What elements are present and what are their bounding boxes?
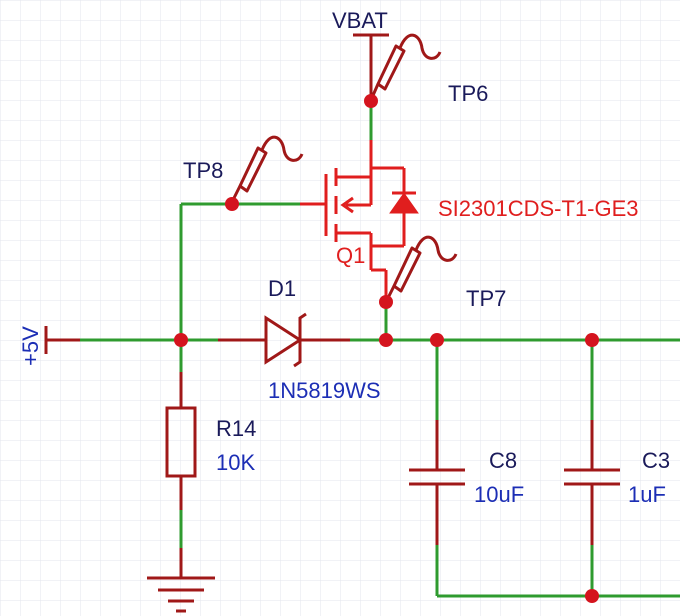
d1-ref-label: D1 — [268, 276, 296, 301]
c8-value-label: 10uF — [474, 482, 524, 507]
c8-ref-label: C8 — [489, 448, 517, 473]
plus5v-label: +5V — [18, 326, 43, 366]
d1-value-label: 1N5819WS — [268, 378, 381, 403]
junction-rail-c3 — [585, 333, 599, 347]
d1-triangle — [264, 315, 303, 365]
tp6-label: TP6 — [448, 81, 488, 106]
wires — [80, 102, 680, 598]
junction-rail-c8 — [430, 333, 444, 347]
vbat-label: VBAT — [332, 8, 388, 33]
c3-value-label: 1uF — [628, 482, 666, 507]
q1-ref-label: Q1 — [336, 243, 365, 268]
components — [44, 33, 620, 613]
r14-value-label: 10K — [216, 450, 255, 475]
c3-ref-label: C3 — [642, 448, 670, 473]
junction-gnd-c3 — [585, 589, 599, 603]
tp7-label: TP7 — [466, 286, 506, 311]
junctions — [174, 94, 599, 603]
r14-ref-label: R14 — [216, 416, 256, 441]
q1-mosfet — [300, 140, 419, 300]
junction-vbat — [364, 94, 378, 108]
junction-tp7 — [379, 295, 393, 309]
q1-arrow — [340, 196, 354, 214]
test-points — [230, 33, 458, 303]
junction-tp8 — [225, 197, 239, 211]
junction-rail-left — [174, 333, 188, 347]
junction-rail-d1 — [379, 333, 393, 347]
tp8-label: TP8 — [183, 158, 223, 183]
q1-value-label: SI2301CDS-T1-GE3 — [438, 196, 639, 221]
